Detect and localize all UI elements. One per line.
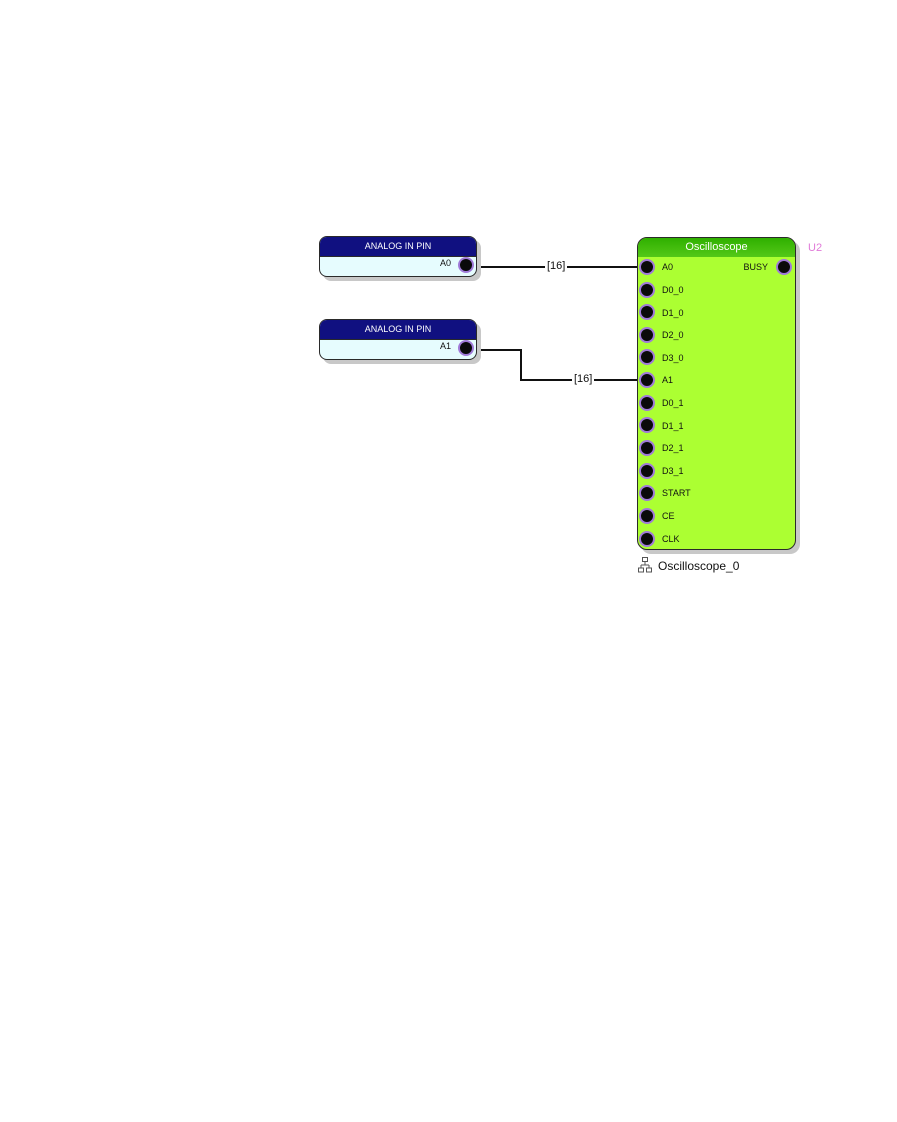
port-label: CE [662, 511, 675, 521]
port-label: D1_1 [662, 421, 684, 431]
block-title: Oscilloscope [638, 238, 795, 257]
wire-a1[interactable] [473, 349, 646, 381]
input-terminal-d1-0[interactable] [639, 304, 655, 320]
block-body: ANALOG IN PIN [319, 319, 477, 360]
input-terminal-d2-1[interactable] [639, 440, 655, 456]
input-terminal-ce[interactable] [639, 508, 655, 524]
block-body: ANALOG IN PIN [319, 236, 477, 277]
input-terminal-a0[interactable] [639, 259, 655, 275]
input-terminal-clk[interactable] [639, 531, 655, 547]
port-label: BUSY [743, 262, 768, 272]
input-terminal-a1[interactable] [639, 372, 655, 388]
port-label: D3_0 [662, 353, 684, 363]
input-terminal-d0-1[interactable] [639, 395, 655, 411]
port-label: D2_0 [662, 330, 684, 340]
port-label: START [662, 488, 691, 498]
output-terminal[interactable] [458, 257, 474, 273]
wire-width-label: [16] [572, 373, 595, 385]
port-label: A0 [439, 258, 451, 268]
port-label: A1 [662, 375, 674, 385]
output-terminal-busy[interactable] [776, 259, 792, 275]
analog-in-pin-a0[interactable]: ANALOG IN PIN A0 [319, 236, 481, 281]
port-label: A1 [439, 341, 451, 351]
block-title: ANALOG IN PIN [320, 320, 476, 340]
analog-in-pin-a1[interactable]: ANALOG IN PIN A1 [319, 319, 481, 364]
instance-name[interactable]: Oscilloscope_0 [658, 559, 740, 573]
input-terminal-d1-1[interactable] [639, 417, 655, 433]
oscilloscope-block[interactable]: Oscilloscope A0 D0_0 D1_0 D2_0 D3_0 A1 D… [637, 237, 800, 554]
input-terminal-start[interactable] [639, 485, 655, 501]
port-label: D3_1 [662, 466, 684, 476]
hierarchy-icon [638, 557, 652, 573]
port-label: D0_1 [662, 398, 684, 408]
input-terminal-d3-0[interactable] [639, 349, 655, 365]
input-terminal-d0-0[interactable] [639, 282, 655, 298]
block-body: Oscilloscope [637, 237, 796, 550]
input-terminal-d3-1[interactable] [639, 463, 655, 479]
block-title: ANALOG IN PIN [320, 237, 476, 257]
port-label: D0_0 [662, 285, 684, 295]
reference-designator: U2 [808, 242, 823, 254]
port-label: A0 [662, 262, 674, 272]
port-label: D2_1 [662, 443, 684, 453]
output-terminal[interactable] [458, 340, 474, 356]
wire-width-label: [16] [545, 260, 568, 272]
input-terminal-d2-0[interactable] [639, 327, 655, 343]
port-label: D1_0 [662, 308, 684, 318]
port-label: CLK [662, 534, 680, 544]
